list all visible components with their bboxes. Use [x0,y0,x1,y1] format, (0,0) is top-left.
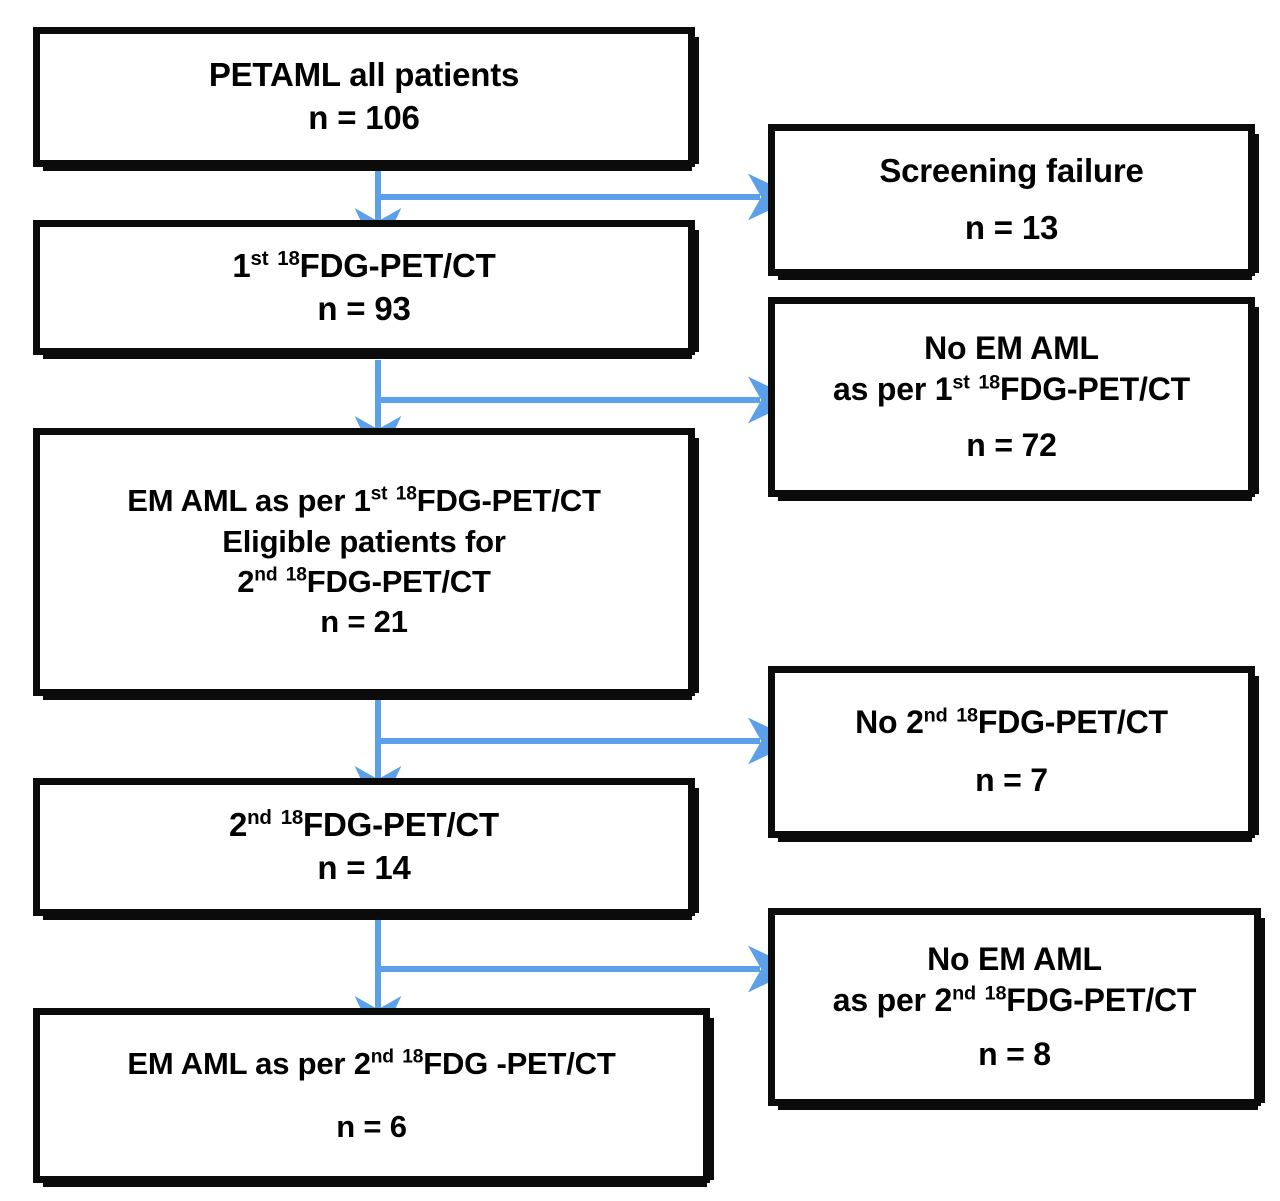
node-no-em-aml-second-line1: No EM AML [927,940,1102,977]
node-no-em-aml-second-count: n = 8 [978,1035,1051,1072]
ordinal-suffix: nd [370,1046,394,1068]
isotope-label: 18 [978,371,1000,394]
ordinal-suffix: st [250,246,269,270]
edge-4 [354,918,798,1046]
node-em-aml-first-line2: Eligible patients for [222,523,506,559]
node-no-second-pet-ct-line1: No 2nd 18FDG-PET/CT [855,704,1168,741]
node-em-aml-first: EM AML as per 1st 18FDG-PET/CT Eligible … [33,428,699,700]
node-no-em-aml-first-count: n = 72 [966,426,1057,463]
node-em-aml-second: EM AML as per 2nd 18FDG -PET/CT n = 6 [33,1008,714,1187]
isotope-label: 18 [984,982,1007,1005]
node-screening-failure: Screening failure n = 13 [768,124,1259,280]
node-em-aml-first-count: n = 21 [320,604,408,640]
node-screening-failure-count: n = 13 [964,209,1059,246]
node-second-pet-ct-count: n = 14 [317,849,411,886]
node-no-em-aml-first: No EM AML as per 1st 18FDG-PET/CT n = 72 [768,297,1259,501]
ordinal-suffix: nd [923,704,948,727]
node-em-aml-first-line1: EM AML as per 1st 18FDG-PET/CT [127,483,601,519]
edge-3 [354,700,798,816]
node-no-em-aml-second-line2: as per 2nd 18FDG-PET/CT [832,982,1197,1019]
node-no-em-aml-first-line1: No EM AML [924,329,1099,366]
node-screening-failure-line1: Screening failure [879,152,1144,190]
node-no-em-aml-second: No EM AML as per 2nd 18FDG-PET/CT n = 8 [768,908,1265,1110]
node-em-aml-second-count: n = 6 [336,1108,407,1144]
edge-2 [354,360,798,466]
node-em-aml-first-line3: 2nd 18FDG-PET/CT [237,564,491,599]
isotope-label: 18 [402,1046,424,1068]
isotope-label: 18 [285,564,307,586]
ordinal-suffix: st [370,484,388,506]
ordinal-suffix: st [952,371,970,394]
node-second-pet-ct: 2nd 18FDG-PET/CT n = 14 [33,778,699,920]
node-first-pet-ct: 1st 18FDG-PET/CT n = 93 [33,220,699,359]
ordinal-suffix: nd [254,564,278,586]
ordinal-suffix: nd [247,806,272,830]
isotope-label: 18 [956,704,978,727]
ordinal-suffix: nd [952,982,976,1005]
edge-1 [354,170,798,258]
node-all-patients-line1: PETAML all patients [208,56,520,94]
node-no-second-pet-ct-count: n = 7 [975,762,1048,798]
isotope-label: 18 [280,806,304,830]
isotope-label: 18 [395,484,417,506]
node-no-second-pet-ct: No 2nd 18FDG-PET/CT n = 7 [768,666,1259,842]
node-no-em-aml-first-line2: as per 1st 18FDG-PET/CT [833,371,1190,408]
node-second-pet-ct-line1: 2nd 18FDG-PET/CT [228,806,500,844]
node-all-patients: PETAML all patients n = 106 [33,27,699,171]
node-em-aml-second-line1: EM AML as per 2nd 18FDG -PET/CT [127,1046,616,1082]
node-first-pet-ct-line1: 1st 18FDG-PET/CT [232,246,496,284]
node-all-patients-count: n = 106 [308,99,420,136]
isotope-label: 18 [277,246,300,270]
node-first-pet-ct-count: n = 93 [317,289,411,327]
